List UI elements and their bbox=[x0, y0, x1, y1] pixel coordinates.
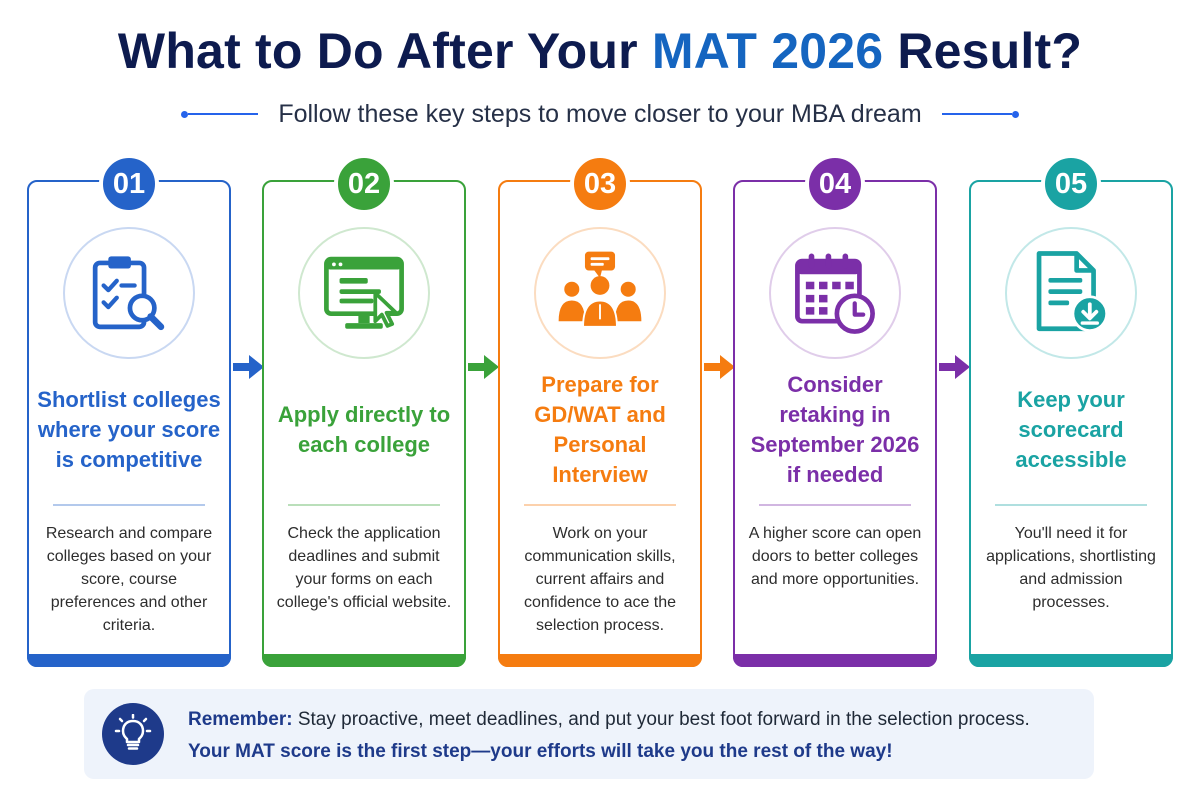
step-number-badge: 01 bbox=[99, 154, 159, 214]
arrow-right-icon bbox=[704, 355, 735, 379]
arrow-right-icon bbox=[468, 355, 499, 379]
step-divider bbox=[995, 504, 1147, 506]
arrow-right-icon bbox=[233, 355, 264, 379]
page-title: What to Do After Your MAT 2026 Result? bbox=[0, 22, 1200, 80]
remember-message: Remember: Stay proactive, meet deadlines… bbox=[188, 709, 1030, 731]
group-discussion-icon bbox=[558, 251, 642, 328]
step-description: You'll need it for applications, shortli… bbox=[986, 525, 1156, 611]
step-title: Keep your scorecard accessible bbox=[1015, 387, 1127, 472]
step-icon-circle bbox=[534, 227, 666, 359]
step-card-3: 03 Prepare for GD/WAT and Personal Inter… bbox=[498, 154, 702, 667]
step-divider bbox=[53, 504, 205, 506]
step-bottom-bar bbox=[27, 654, 231, 667]
step-bottom-bar bbox=[262, 654, 466, 667]
step-bottom-bar bbox=[969, 654, 1173, 667]
subtitle-row: Follow these key steps to move closer to… bbox=[0, 96, 1200, 132]
computer-form-icon bbox=[324, 256, 404, 329]
step-title: Consider retaking in September 2026 if n… bbox=[750, 372, 920, 487]
lightbulb-icon bbox=[102, 703, 164, 765]
step-bottom-bar bbox=[733, 654, 937, 667]
step-description: Check the application deadlines and subm… bbox=[276, 525, 452, 611]
step-divider bbox=[288, 504, 440, 506]
step-title: Prepare for GD/WAT and Personal Intervie… bbox=[534, 372, 666, 487]
clipboard-search-icon bbox=[92, 256, 165, 331]
step-title: Shortlist colleges where your score is c… bbox=[37, 387, 221, 472]
step-divider bbox=[524, 504, 676, 506]
step-card-5: 05 Keep your scorecard accessible You'll… bbox=[969, 154, 1173, 667]
subtitle-right-decoration bbox=[941, 110, 1019, 118]
subtitle: Follow these key steps to move closer to… bbox=[278, 99, 922, 128]
title-part-2: Result? bbox=[883, 23, 1083, 79]
step-icon-circle bbox=[1005, 227, 1137, 359]
step-number-badge: 05 bbox=[1041, 154, 1101, 214]
step-icon-circle bbox=[63, 227, 195, 359]
step-description: A higher score can open doors to better … bbox=[748, 525, 922, 588]
step-bottom-bar bbox=[498, 654, 702, 667]
remember-text: Stay proactive, meet deadlines, and put … bbox=[292, 709, 1030, 730]
step-icon-circle bbox=[298, 227, 430, 359]
remember-box: Remember: Stay proactive, meet deadlines… bbox=[84, 689, 1094, 779]
title-part-1: What to Do After Your bbox=[117, 23, 652, 79]
step-description: Research and compare colleges based on y… bbox=[45, 525, 213, 634]
step-number-badge: 04 bbox=[805, 154, 865, 214]
step-card-4: 04 Consider retaking in September 2026 i… bbox=[733, 154, 937, 667]
step-description: Work on your communication skills, curre… bbox=[523, 525, 677, 634]
step-card-2: 02 Apply directly to each college Check … bbox=[262, 154, 466, 667]
step-number-badge: 03 bbox=[570, 154, 630, 214]
arrow-right-icon bbox=[939, 355, 970, 379]
subtitle-left-decoration bbox=[181, 110, 259, 118]
title-highlight: MAT 2026 bbox=[651, 23, 884, 79]
remember-label: Remember: bbox=[188, 709, 293, 730]
calendar-clock-icon bbox=[795, 253, 875, 334]
remember-emphasis: Your MAT score is the first step—your ef… bbox=[188, 741, 893, 762]
step-number-badge: 02 bbox=[334, 154, 394, 214]
step-icon-circle bbox=[769, 227, 901, 359]
step-card-1: 01 Shortlist colleges where your score i… bbox=[27, 154, 231, 667]
document-download-icon bbox=[1036, 251, 1109, 333]
step-title: Apply directly to each college bbox=[277, 402, 451, 457]
step-divider bbox=[759, 504, 911, 506]
